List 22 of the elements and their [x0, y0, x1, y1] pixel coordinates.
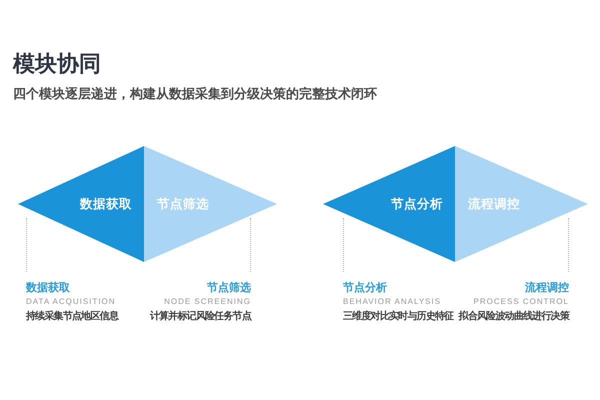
triangle-segment	[455, 146, 588, 262]
triangle-segment	[144, 146, 277, 262]
caption-english: BEHAVIOR ANALYSIS	[343, 297, 442, 307]
segment-label: 流程调控	[468, 196, 520, 212]
triangle-segment	[323, 146, 455, 262]
caption-english: PROCESS CONTROL	[474, 297, 569, 307]
caption-description: 计算并标记风险任务节点	[150, 311, 251, 323]
caption-heading: 数据获取	[26, 282, 70, 294]
caption-description: 三维度对比实时与历史特征	[343, 311, 454, 323]
segment-label: 数据获取	[80, 196, 132, 212]
subtitle: 四个模块逐层递进，构建从数据采集到分级决策的完整技术闭环	[13, 86, 377, 102]
caption-heading: 节点分析	[343, 282, 387, 294]
caption-english: NODE SCREENING	[164, 297, 251, 307]
caption-heading: 节点筛选	[207, 282, 251, 294]
page-title: 模块协同	[13, 51, 101, 77]
segment-label: 节点分析	[391, 196, 443, 212]
segment-label: 节点筛选	[157, 196, 209, 212]
triangle-segment	[18, 146, 144, 262]
caption-description: 持续采集节点地区信息	[26, 311, 118, 323]
caption-heading: 流程调控	[525, 282, 569, 294]
caption-description: 拟合风险波动曲线进行决策	[458, 311, 569, 323]
caption-english: DATA ACQUISITION	[26, 297, 116, 307]
